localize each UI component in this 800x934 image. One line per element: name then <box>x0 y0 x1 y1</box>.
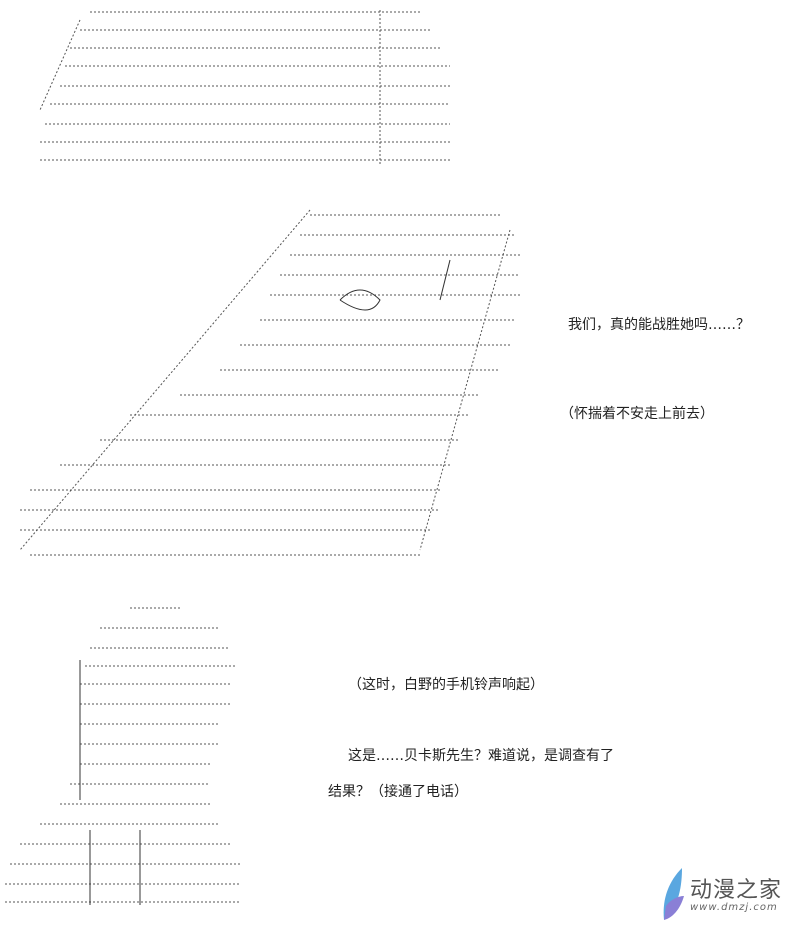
ascii-art-bottom-figure <box>5 607 240 905</box>
ascii-art-middle-figure <box>19 209 520 556</box>
ascii-art-top-figure <box>39 10 450 165</box>
dialogue-line-1: 我们，真的能战胜她吗……？ <box>568 317 750 333</box>
dialogue-line-2: （怀揣着不安走上前去） <box>560 406 714 422</box>
dialogue-line-5: 结果？（接通了电话） <box>328 784 468 800</box>
dialogue-line-3: （这时，白野的手机铃声响起） <box>348 677 544 693</box>
watermark-url: www.dmzj.com <box>690 902 778 913</box>
wing-icon <box>663 868 684 920</box>
watermark-title: 动漫之家 <box>690 878 783 903</box>
watermark-logo: 动漫之家 www.dmzj.com <box>663 866 796 926</box>
dialogue-line-4: 这是……贝卡斯先生？难道说，是调查有了 <box>348 748 614 764</box>
